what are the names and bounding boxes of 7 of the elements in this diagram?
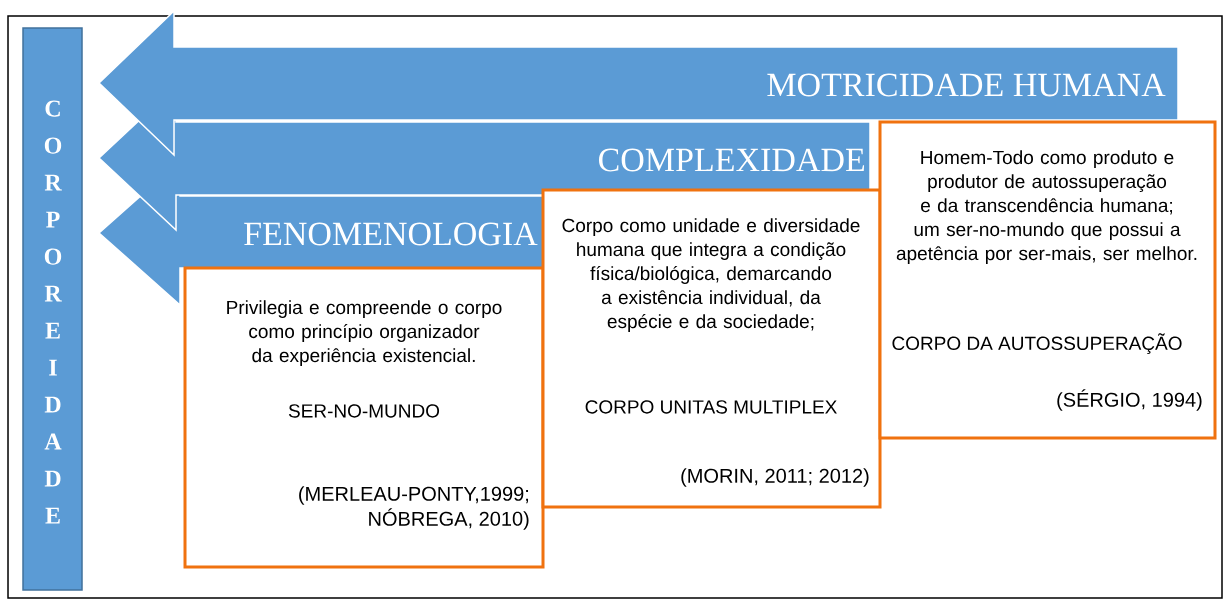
- citation-text: (MERLEAU-PONTY,1999; NÓBREGA, 2010): [299, 486, 529, 530]
- vertical-bar: CORPOREIDADE: [22, 27, 83, 591]
- citation-text: (MORIN, 2011; 2012): [681, 468, 869, 487]
- citation-text: (SÉRGIO, 1994): [1057, 389, 1202, 411]
- concept-label: SER-NO-MUNDO: [288, 404, 440, 418]
- concept-label: CORPO DA AUTOSSUPERAÇÃO: [892, 333, 1182, 354]
- concept-label: CORPO UNITAS MULTIPLEX: [585, 400, 837, 414]
